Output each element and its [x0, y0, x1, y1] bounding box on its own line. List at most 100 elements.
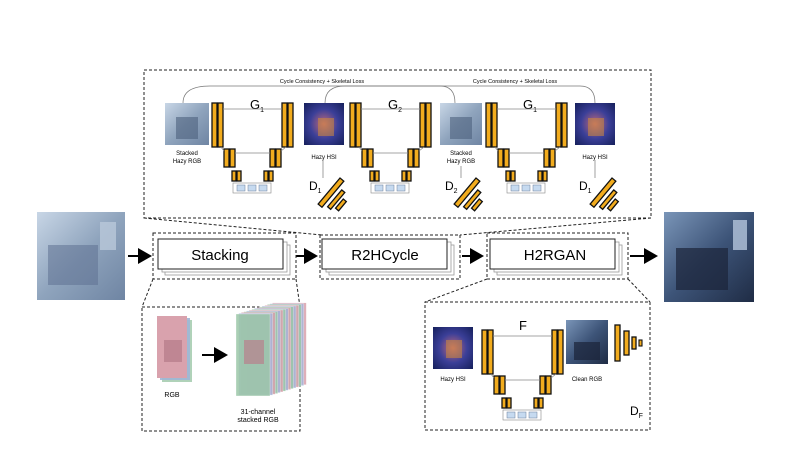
residual-block	[528, 411, 538, 419]
residual-block	[396, 184, 406, 192]
disc-bar	[453, 177, 481, 209]
unet-bar	[355, 102, 362, 148]
bottleneck-frame	[232, 182, 272, 194]
unet-bar	[551, 329, 558, 375]
unet-bar	[542, 170, 548, 182]
disc-bar	[334, 198, 348, 212]
generator-f	[481, 329, 564, 421]
unet-bar	[491, 102, 498, 148]
loss-arc-left	[182, 85, 456, 104]
h2rgan-detail-panel	[424, 301, 651, 431]
loss-label-left: Cycle Consistency + Skeletal Loss	[280, 79, 364, 85]
residual-block	[258, 184, 268, 192]
unet-skip-line	[358, 146, 363, 152]
unet-skip-line	[280, 146, 287, 152]
unet-bar	[367, 148, 374, 168]
residual-block	[385, 184, 395, 192]
residual-block	[532, 184, 542, 192]
generator-g2	[349, 102, 432, 194]
unet-bar	[543, 148, 550, 168]
unet-bar	[537, 170, 543, 182]
disc-bar	[462, 188, 482, 211]
loss-label-right: Cycle Consistency + Skeletal Loss	[473, 79, 557, 85]
loss-arc-right	[324, 85, 596, 104]
g1-label-a: G1	[250, 97, 264, 114]
unet-bar	[211, 102, 218, 148]
unet-bar	[217, 102, 224, 148]
r2hcycle-block: R2HCycle	[321, 238, 455, 276]
unet-bar	[231, 170, 237, 182]
discriminator-networks	[317, 177, 620, 212]
discriminator-d2	[453, 177, 484, 212]
unet-bar	[413, 148, 420, 168]
unet-bar	[275, 148, 282, 168]
disc-bar	[598, 188, 618, 211]
unet-bar	[506, 397, 512, 409]
disc-bar	[606, 198, 620, 212]
disc-bar	[326, 188, 346, 211]
generator-g1-a	[211, 102, 294, 194]
stacking-block: Stacking	[157, 238, 291, 276]
unet-bar	[263, 170, 269, 182]
unet-bar	[269, 148, 276, 168]
unet-bar	[361, 148, 368, 168]
disc-bar	[470, 198, 484, 212]
unet-bar	[533, 397, 539, 409]
d1-label-a: D1	[309, 179, 322, 195]
df-discriminator	[614, 324, 643, 362]
stacked-caption-line1: 31-channel	[241, 409, 276, 416]
residual-block	[506, 411, 516, 419]
unet-bar	[406, 170, 412, 182]
unet-bar	[281, 102, 288, 148]
img4-caption: Hazy HSI	[582, 155, 608, 161]
residual-block	[517, 411, 527, 419]
unet-bar	[349, 102, 356, 148]
disc-bar	[317, 177, 345, 209]
residual-block	[521, 184, 531, 192]
rgb-caption: RGB	[164, 392, 180, 399]
unet-skip-line	[220, 146, 225, 152]
unet-bar	[223, 148, 230, 168]
unet-bar	[501, 397, 507, 409]
unet-bar	[425, 102, 432, 148]
bottleneck-frame	[502, 409, 542, 421]
img3-caption-line2: Hazy RGB	[447, 159, 475, 165]
unet-bar	[561, 102, 568, 148]
channel-content	[244, 340, 264, 364]
g1-label-b: G1	[523, 97, 537, 114]
bottleneck-frame	[506, 182, 546, 194]
unet-bar	[493, 375, 500, 395]
unet-skip-line	[494, 146, 499, 152]
unet-bar	[505, 170, 511, 182]
unet-bar	[545, 375, 552, 395]
unet-bar	[487, 329, 494, 375]
d1-label-b: D1	[579, 179, 592, 195]
g2-label: G2	[388, 97, 402, 114]
rgb-image-stack	[157, 316, 192, 382]
unet-skip-line	[550, 373, 557, 379]
unet-bar	[407, 148, 414, 168]
residual-block	[247, 184, 257, 192]
img1-caption-line1: Stacked	[176, 151, 198, 157]
discriminator-d1-a	[317, 177, 348, 212]
f-label: F	[519, 318, 527, 333]
unet-bar	[369, 170, 375, 182]
stacking-label: Stacking	[191, 247, 249, 264]
generator-networks	[211, 102, 568, 194]
unet-bar	[236, 170, 242, 182]
bottleneck-frame	[370, 182, 410, 194]
unet-bar	[268, 170, 274, 182]
unet-bar	[287, 102, 294, 148]
unet-bar	[419, 102, 426, 148]
unet-bar	[538, 397, 544, 409]
unet-bar	[557, 329, 564, 375]
unet-bar	[481, 329, 488, 375]
residual-block	[510, 184, 520, 192]
img3-caption-line1: Stacked	[450, 151, 472, 157]
h2rgan-label: H2RGAN	[524, 247, 587, 264]
unet-skip-line	[490, 373, 495, 379]
gan-hazy-caption: Hazy HSI	[440, 377, 466, 383]
zoom-line-left	[143, 217, 323, 236]
